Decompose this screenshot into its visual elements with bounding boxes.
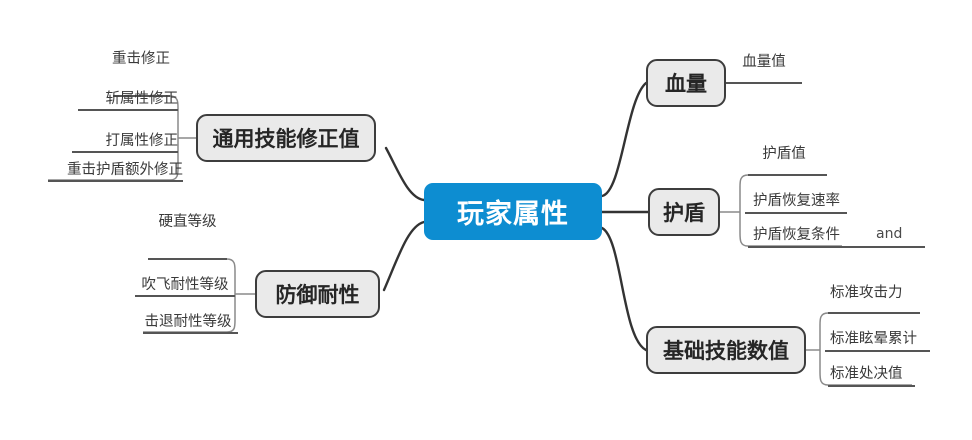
branch-node-shield[interactable]: 护盾 [648,188,720,236]
leaf-label: 护盾恢复条件 [753,227,840,243]
leaf-label: 硬直等级 [158,214,217,230]
and-annotation-label[interactable]: and [876,226,902,242]
leaf-label: 击退耐性等级 [144,314,232,330]
leaf-defense-resistance-2[interactable]: 击退耐性等级 [138,314,238,331]
leaf-defense-resistance-1[interactable]: 吹飞耐性等级 [135,277,235,294]
leaf-label: 标准眩晕累计 [830,331,917,347]
leaf-label: 斩属性修正 [105,91,179,107]
branch-node-general-skill-modifier[interactable]: 通用技能修正值 [196,114,376,162]
leaf-base-skill-2[interactable]: 标准处决值 [830,366,925,383]
leaf-general-skill-modifier-3[interactable]: 重击护盾额外修正 [18,162,183,179]
edge-central-to-base-skill-values [600,226,648,352]
leaf-label: 吹飞耐性等级 [141,277,229,293]
branch-node-label: 护盾 [663,201,705,225]
branch-node-health[interactable]: 血量 [646,59,726,107]
leaf-base-skill-0[interactable]: 标准攻击力 [830,285,925,302]
edge-central-to-health [600,81,648,198]
leaf-shield-2[interactable]: 护盾恢复条件 [753,227,863,244]
leaf-label: 标准攻击力 [830,285,903,301]
leaf-general-skill-modifier-0[interactable]: 重击修正 [40,51,170,68]
branch-node-base-skill-values[interactable]: 基础技能数值 [646,326,806,374]
branch-node-label: 血量 [665,72,707,96]
leaf-label: 重击修正 [112,51,170,67]
leaf-shield-0[interactable]: 护盾值 [753,146,815,163]
leaf-label: 血量值 [742,54,786,70]
leaf-label: 标准处决值 [830,366,903,382]
central-node-player-attributes[interactable]: 玩家属性 [424,183,602,240]
and-label-text: and [876,226,903,242]
leaf-health-0[interactable]: 血量值 [733,54,795,71]
branch-node-defense-resistance[interactable]: 防御耐性 [255,270,380,318]
branch-node-label: 基础技能数值 [663,339,789,363]
leaf-label: 重击护盾额外修正 [67,162,183,178]
leaf-base-skill-1[interactable]: 标准眩晕累计 [830,331,940,348]
edge-central-to-general-skill-modifier [384,146,426,202]
leaf-label: 护盾恢复速率 [753,193,840,209]
branch-node-label: 防御耐性 [275,283,360,307]
leaf-shield-1[interactable]: 护盾恢复速率 [753,193,863,210]
branch-node-label: 通用技能修正值 [212,127,360,151]
leaf-defense-resistance-0[interactable]: 硬直等级 [148,214,227,231]
leaf-label: 护盾值 [762,146,806,162]
leaf-label: 打属性修正 [105,133,179,149]
edge-central-to-defense-resistance [382,220,426,292]
leaf-general-skill-modifier-2[interactable]: 打属性修正 [28,133,179,150]
leaf-general-skill-modifier-1[interactable]: 斩属性修正 [28,91,179,108]
central-node-label: 玩家属性 [457,199,569,230]
